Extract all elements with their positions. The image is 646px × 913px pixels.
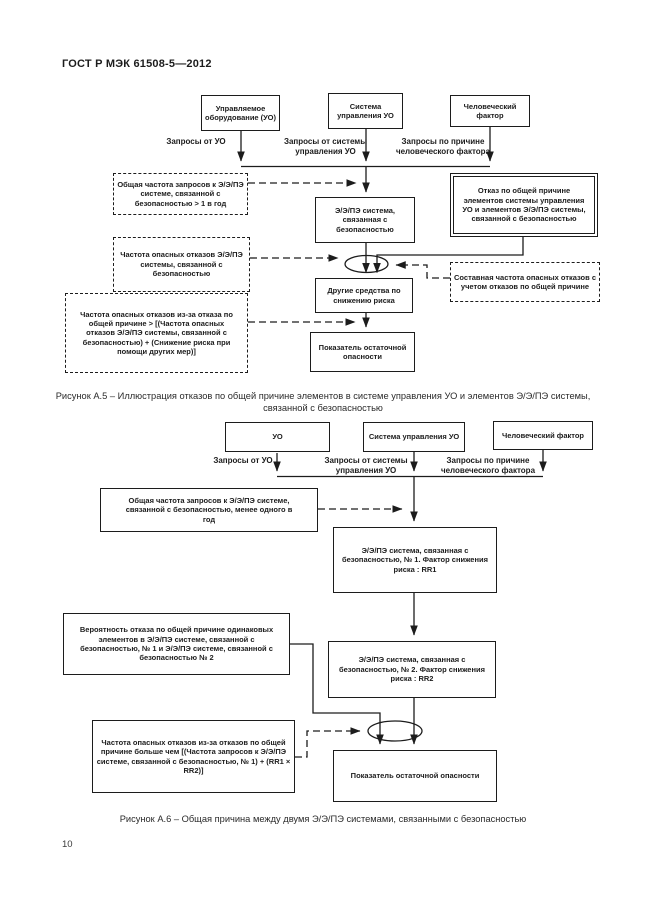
box-controlled-equipment: Управляемое оборудование (УО) — [201, 95, 280, 131]
figure-a5-wires — [237, 127, 524, 328]
label-demands-from-human-factor: Запросы по причине человеческого фактора — [440, 456, 536, 475]
box-ccf-rate-formula: Частота опасных отказов из-за отказов по… — [92, 720, 295, 793]
box-residual-hazard: Показатель остаточной опасности — [333, 750, 497, 802]
label-demands-from-uo: Запросы от УО — [166, 137, 226, 146]
box-control-system: Система управления УО — [328, 93, 403, 129]
box-demand-rate: Общая частота запросов к Э/Э/ПЭ системе,… — [113, 173, 248, 215]
label-demands-from-control-system: Запросы от системы управления УО — [324, 456, 408, 475]
box-uo: УО — [225, 422, 330, 452]
box-combined-failure-rate: Составная частота опасных отказов с учет… — [450, 262, 600, 302]
label-demands-from-control-system: Запросы от системы управления УО — [283, 137, 368, 156]
box-dangerous-failure-rate: Частота опасных отказов Э/Э/ПЭ системы, … — [113, 237, 250, 292]
figure-a5-caption: Рисунок А.5 – Иллюстрация отказов по общ… — [55, 391, 591, 413]
box-residual-hazard: Показатель остаточной опасности — [310, 332, 415, 372]
box-ccf-rate-formula: Частота опасных отказов из-за отказа по … — [65, 293, 248, 373]
box-control-system: Система управления УО — [363, 422, 465, 452]
figure-a6-wires — [273, 450, 547, 758]
box-ccf-probability: Вероятность отказа по общей причине один… — [63, 613, 290, 675]
box-eepe-system-1: Э/Э/ПЭ система, связанная с безопасность… — [333, 527, 497, 593]
box-human-factor: Человеческий фактор — [493, 421, 593, 450]
label-demands-from-human-factor: Запросы по причине человеческого фактора — [395, 137, 491, 156]
box-demand-rate: Общая частота запросов к Э/Э/ПЭ системе,… — [100, 488, 318, 532]
figure-a6-caption: Рисунок А.6 – Общая причина между двумя … — [119, 814, 527, 824]
box-common-cause-failure: Отказ по общей причине элементов системы… — [450, 173, 598, 237]
box-human-factor: Человеческий фактор — [450, 95, 530, 127]
or-junction-ellipse — [367, 720, 423, 742]
box-eepe-system-2: Э/Э/ПЭ система, связанная с безопасность… — [328, 641, 496, 698]
page-number: 10 — [62, 839, 73, 850]
box-other-risk-reduction: Другие средства по снижению риска — [315, 278, 413, 313]
document-header: ГОСТ Р МЭК 61508-5—2012 — [62, 58, 212, 70]
or-junction-ellipse — [344, 254, 389, 274]
label-demands-from-uo: Запросы от УО — [213, 456, 273, 465]
box-eepe-safety-system: Э/Э/ПЭ система, связанная с безопасность… — [315, 197, 415, 243]
